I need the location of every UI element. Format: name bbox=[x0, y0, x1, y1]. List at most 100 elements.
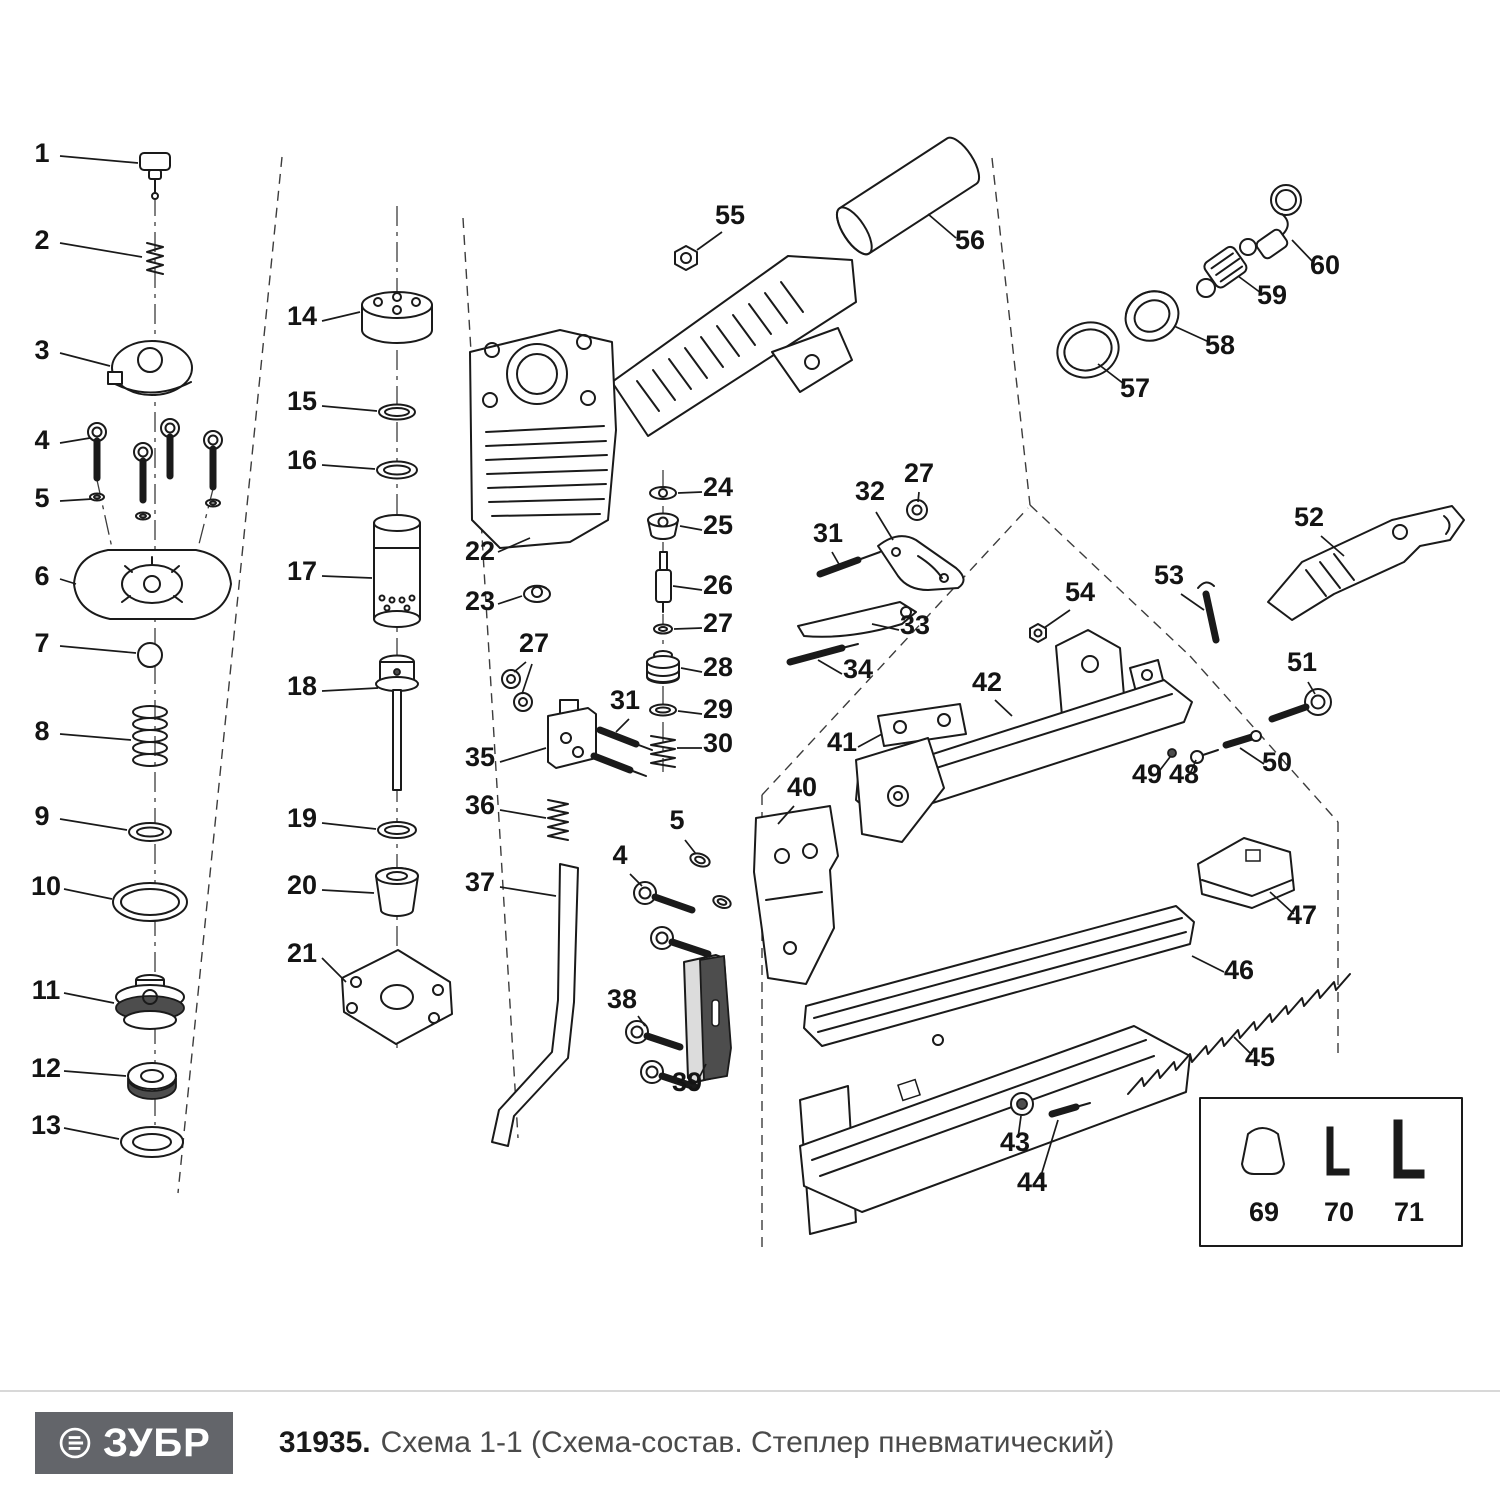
part-22-body-housing bbox=[469, 255, 857, 549]
callout-labels: 1 2 3 4 5 6 7 8 9 10 11 12 13 14 15 16 1… bbox=[31, 138, 1424, 1227]
part-41-plate bbox=[877, 703, 967, 747]
callout-27-a: 27 bbox=[703, 608, 733, 638]
callout-45: 45 bbox=[1245, 1042, 1275, 1072]
callout-31-a: 31 bbox=[813, 518, 843, 548]
part-55-nut bbox=[674, 245, 698, 271]
part-30-spring bbox=[650, 735, 676, 768]
callout-38: 38 bbox=[607, 984, 637, 1014]
part-39-front-plate bbox=[683, 954, 732, 1083]
callout-46: 46 bbox=[1224, 955, 1254, 985]
part-53-pin bbox=[1197, 581, 1220, 644]
callout-51: 51 bbox=[1287, 647, 1317, 677]
part-47-cover bbox=[1197, 837, 1295, 909]
part-5-washers-b bbox=[689, 852, 732, 910]
part-50-screw bbox=[1222, 730, 1262, 749]
callout-27-c: 27 bbox=[519, 628, 549, 658]
part-4-screws bbox=[87, 418, 223, 504]
callout-10: 10 bbox=[31, 871, 61, 901]
callout-36: 36 bbox=[465, 790, 495, 820]
callout-8: 8 bbox=[34, 716, 49, 746]
part-69-oiler bbox=[1241, 1127, 1285, 1175]
callout-55: 55 bbox=[715, 200, 745, 230]
callout-69: 69 bbox=[1249, 1197, 1279, 1227]
part-27-oring-b bbox=[906, 499, 928, 521]
part-31-pin-a bbox=[816, 551, 881, 578]
part-7-ball bbox=[137, 642, 163, 668]
part-20-bumper bbox=[375, 867, 419, 917]
part-38-screws bbox=[625, 1020, 699, 1091]
callout-7: 7 bbox=[34, 628, 49, 658]
callout-49: 49 bbox=[1132, 759, 1162, 789]
callout-5-b: 5 bbox=[669, 805, 684, 835]
callout-14: 14 bbox=[287, 301, 317, 331]
part-36-spring bbox=[547, 799, 569, 841]
callout-23: 23 bbox=[465, 586, 495, 616]
part-45-feeder-spring bbox=[1127, 973, 1351, 1095]
part-16-oring bbox=[376, 460, 418, 480]
callout-50: 50 bbox=[1262, 747, 1292, 777]
callout-24: 24 bbox=[703, 472, 733, 502]
callout-5: 5 bbox=[34, 483, 49, 513]
callout-17: 17 bbox=[287, 556, 317, 586]
part-32-trigger bbox=[877, 535, 965, 591]
callout-18: 18 bbox=[287, 671, 317, 701]
part-71-hex-key-large bbox=[1393, 1119, 1425, 1179]
callout-12: 12 bbox=[31, 1053, 61, 1083]
parts-diagram: 1 2 3 4 5 6 7 8 9 10 11 12 13 14 15 16 1… bbox=[31, 136, 1465, 1250]
part-21-gasket-plate bbox=[341, 949, 453, 1045]
callout-35: 35 bbox=[465, 742, 495, 772]
part-12-collar bbox=[127, 1062, 177, 1100]
part-58-coupler bbox=[1124, 290, 1180, 342]
callout-53: 53 bbox=[1154, 560, 1184, 590]
callout-25: 25 bbox=[703, 510, 733, 540]
part-59-air-plug bbox=[1196, 238, 1257, 298]
callout-31-b: 31 bbox=[610, 685, 640, 715]
callout-52: 52 bbox=[1294, 502, 1324, 532]
callout-40: 40 bbox=[787, 772, 817, 802]
part-54-nut bbox=[1029, 623, 1047, 643]
part-70-hex-key bbox=[1326, 1126, 1350, 1176]
callout-4: 4 bbox=[34, 425, 49, 455]
callout-57: 57 bbox=[1120, 373, 1150, 403]
callout-44: 44 bbox=[1017, 1167, 1047, 1197]
callout-11: 11 bbox=[32, 975, 61, 1005]
callout-26: 26 bbox=[703, 570, 733, 600]
part-26-valve-pin bbox=[655, 551, 672, 613]
part-29-oring bbox=[649, 703, 677, 717]
callout-34: 34 bbox=[843, 654, 873, 684]
part-2-spring bbox=[146, 242, 164, 275]
part-6-top-cap bbox=[73, 549, 232, 620]
callout-1: 1 bbox=[34, 138, 49, 168]
callout-19: 19 bbox=[287, 803, 317, 833]
part-25-valve-seat bbox=[647, 512, 679, 540]
part-23-grommet bbox=[523, 584, 551, 603]
zubr-logo: ЗУБР bbox=[35, 1412, 233, 1474]
callout-28: 28 bbox=[703, 652, 733, 682]
callout-42: 42 bbox=[972, 667, 1002, 697]
part-51-bolt bbox=[1268, 688, 1332, 723]
callout-21: 21 bbox=[287, 938, 317, 968]
callout-39: 39 bbox=[672, 1067, 702, 1097]
part-24-washer bbox=[649, 486, 677, 500]
callout-2: 2 bbox=[34, 225, 49, 255]
part-37-pusher bbox=[491, 863, 579, 1147]
callout-37: 37 bbox=[465, 867, 495, 897]
part-43-roller bbox=[1010, 1092, 1034, 1116]
callout-59: 59 bbox=[1257, 280, 1287, 310]
part-17-cylinder bbox=[373, 514, 421, 628]
callout-29: 29 bbox=[703, 694, 733, 724]
model-number: 31935. bbox=[278, 1426, 371, 1459]
callout-43: 43 bbox=[1000, 1127, 1030, 1157]
part-60-dust-cap bbox=[1255, 184, 1302, 260]
part-10-oring-large bbox=[112, 882, 188, 922]
part-15-oring bbox=[378, 403, 416, 421]
callout-16: 16 bbox=[287, 445, 317, 475]
callout-4-b: 4 bbox=[612, 840, 627, 870]
zubr-logo-icon bbox=[59, 1427, 91, 1459]
part-52-latch-lever bbox=[1267, 505, 1465, 621]
part-33-lever bbox=[797, 601, 917, 638]
callout-56: 56 bbox=[955, 225, 985, 255]
callout-60: 60 bbox=[1310, 250, 1340, 280]
callout-33: 33 bbox=[900, 610, 930, 640]
part-57-oring bbox=[1056, 321, 1120, 379]
